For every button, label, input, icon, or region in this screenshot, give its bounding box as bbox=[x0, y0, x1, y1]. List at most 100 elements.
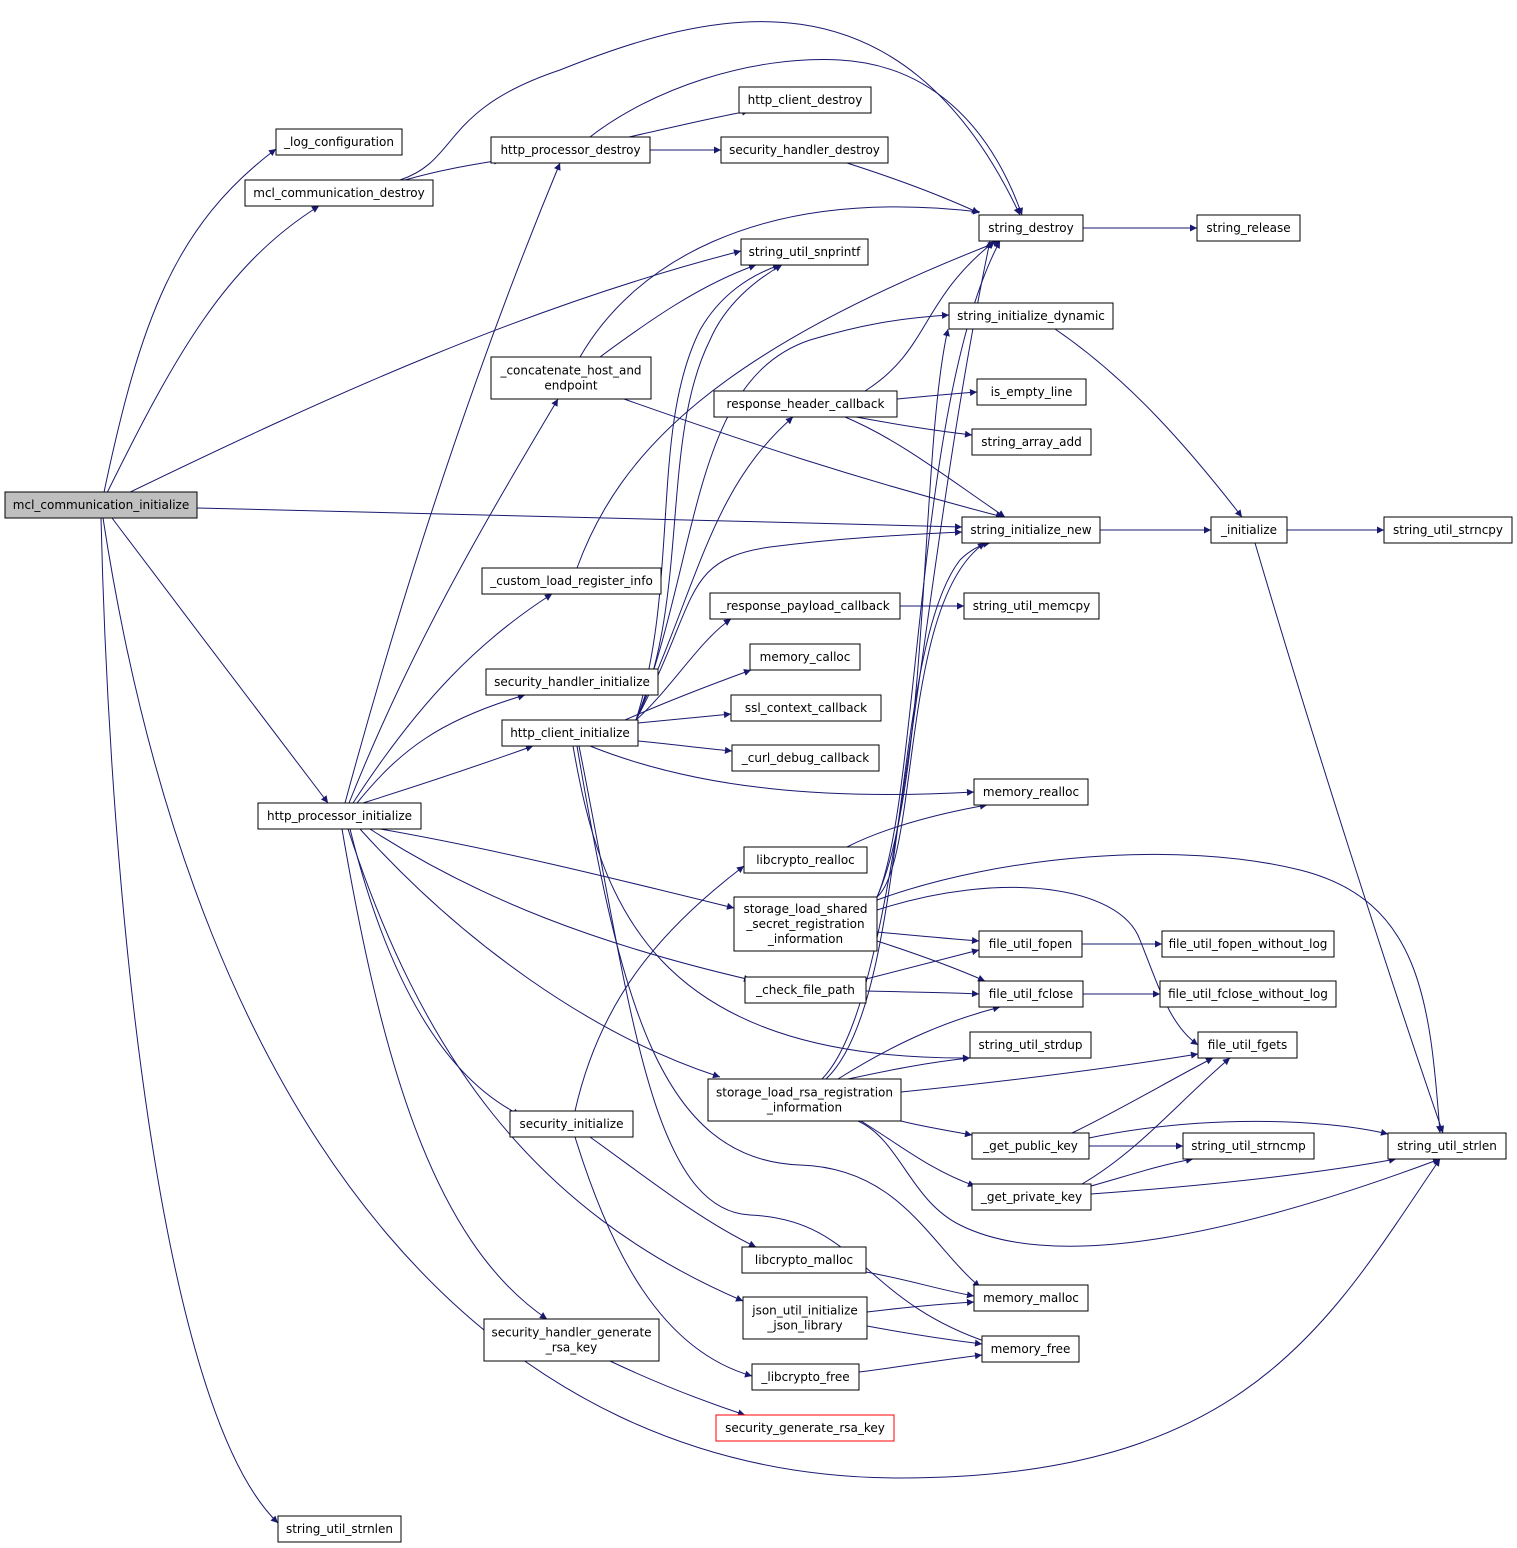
node-hci[interactable]: http_client_initialize bbox=[501, 719, 639, 747]
node-lcmalloc[interactable]: libcrypto_malloc bbox=[741, 1246, 867, 1274]
node-hpi[interactable]: http_processor_initialize bbox=[257, 802, 422, 830]
node-box bbox=[244, 179, 434, 207]
node-label: is_empty_line bbox=[991, 385, 1073, 399]
call-edge-to-mrealloc bbox=[846, 802, 988, 848]
call-edge-to-shi bbox=[356, 693, 526, 804]
call-edge-to-slrri bbox=[359, 828, 721, 1079]
node-box bbox=[981, 1335, 1080, 1363]
node-label: file_util_fopen_without_log bbox=[1169, 937, 1328, 951]
node-sin[interactable]: string_initialize_new bbox=[961, 516, 1101, 544]
node-box bbox=[978, 214, 1084, 242]
node-label: endpoint bbox=[544, 379, 598, 393]
node-susnp[interactable]: string_util_snprintf bbox=[740, 238, 869, 266]
node-strnlen[interactable]: string_util_strnlen bbox=[277, 1515, 402, 1543]
node-srelease[interactable]: string_release bbox=[1196, 214, 1301, 242]
call-edge-to-secinit bbox=[349, 828, 521, 1116]
call-edge-to-fopen bbox=[865, 948, 980, 980]
node-label: file_util_fopen bbox=[989, 937, 1072, 951]
node-slrri[interactable]: storage_load_rsa_registration_informatio… bbox=[707, 1078, 902, 1122]
node-fclosewl[interactable]: file_util_fclose_without_log bbox=[1159, 980, 1337, 1008]
node-label: string_util_memcpy bbox=[973, 599, 1091, 613]
node-clri[interactable]: _custom_load_register_info bbox=[481, 567, 662, 595]
call-edge-to-saa bbox=[855, 416, 973, 438]
node-mci[interactable]: mcl_communication_initialize bbox=[4, 491, 198, 519]
node-cfp[interactable]: _check_file_path bbox=[744, 976, 867, 1004]
node-strncmp[interactable]: string_util_strncmp bbox=[1182, 1132, 1315, 1160]
call-edge-to-sdestroy bbox=[399, 21, 1021, 216]
node-shi[interactable]: security_handler_initialize bbox=[485, 668, 659, 696]
node-mfree[interactable]: memory_free bbox=[981, 1335, 1080, 1363]
node-box bbox=[973, 778, 1089, 806]
node-fopen[interactable]: file_util_fopen bbox=[978, 930, 1083, 958]
node-label: string_util_strncpy bbox=[1393, 523, 1503, 537]
node-label: _rsa_key bbox=[545, 1341, 598, 1355]
call-edge-to-strlen bbox=[876, 853, 1443, 1134]
node-secinit[interactable]: security_initialize bbox=[509, 1110, 634, 1138]
node-mmalloc[interactable]: memory_malloc bbox=[973, 1284, 1089, 1312]
node-rhc[interactable]: response_header_callback bbox=[713, 390, 898, 418]
node-label: _initialize bbox=[1220, 523, 1277, 537]
node-shd[interactable]: security_handler_destroy bbox=[720, 136, 889, 164]
node-slssri[interactable]: storage_load_shared_secret_registration_… bbox=[733, 896, 878, 952]
node-label: security_handler_generate bbox=[491, 1326, 651, 1340]
node-strlen[interactable]: string_util_strlen bbox=[1387, 1132, 1507, 1160]
node-shgrk[interactable]: security_handler_generate_rsa_key bbox=[483, 1318, 660, 1362]
node-sdestroy[interactable]: string_destroy bbox=[978, 214, 1084, 242]
function-nodes: mcl_communication_initialize _log_configu… bbox=[4, 86, 1513, 1543]
call-edge-to-gpriv bbox=[860, 1120, 976, 1187]
node-gpub[interactable]: _get_public_key bbox=[971, 1132, 1090, 1160]
node-box bbox=[490, 356, 652, 400]
node-lcrealloc[interactable]: libcrypto_realloc bbox=[743, 846, 868, 874]
node-hcd[interactable]: http_client_destroy bbox=[738, 86, 872, 114]
node-usncpy[interactable]: string_util_strncpy bbox=[1383, 516, 1513, 544]
node-saa[interactable]: string_array_add bbox=[971, 428, 1092, 456]
node-umemcpy[interactable]: string_util_memcpy bbox=[963, 592, 1100, 620]
node-box bbox=[969, 1031, 1092, 1059]
call-edge-to-juil bbox=[347, 828, 744, 1302]
call-edge-to-cfp bbox=[369, 828, 752, 982]
call-edge-to-hpi bbox=[111, 517, 329, 804]
node-iel[interactable]: is_empty_line bbox=[976, 378, 1087, 406]
call-edge-to-susnp bbox=[635, 263, 781, 721]
node-box bbox=[948, 302, 1114, 330]
node-fclose[interactable]: file_util_fclose bbox=[978, 980, 1084, 1008]
call-edge-to-mcalloc bbox=[624, 669, 752, 721]
node-label: string_release bbox=[1206, 221, 1290, 235]
node-logconf[interactable]: _log_configuration bbox=[275, 128, 403, 156]
call-edge-to-sgrk bbox=[609, 1360, 746, 1417]
node-box bbox=[730, 694, 882, 722]
node-gpriv[interactable]: _get_private_key bbox=[971, 1183, 1092, 1211]
node-sslcb[interactable]: ssl_context_callback bbox=[730, 694, 882, 722]
call-edge-to-susnp bbox=[635, 264, 783, 721]
node-box bbox=[4, 491, 198, 519]
node-hpd[interactable]: http_processor_destroy bbox=[490, 136, 651, 164]
node-fopenwl[interactable]: file_util_fopen_without_log bbox=[1161, 930, 1335, 958]
node-label: _information bbox=[766, 1101, 842, 1115]
node-juil[interactable]: json_util_initialize_json_library bbox=[742, 1296, 868, 1340]
node-curldbg[interactable]: _curl_debug_callback bbox=[731, 744, 880, 772]
node-init[interactable]: _initialize bbox=[1210, 516, 1288, 544]
node-mrealloc[interactable]: memory_realloc bbox=[973, 778, 1089, 806]
node-box bbox=[749, 643, 861, 671]
call-edge-to-strncmp bbox=[1090, 1156, 1194, 1187]
node-label: string_initialize_new bbox=[970, 523, 1091, 537]
call-edge-to-hpd bbox=[344, 162, 561, 804]
node-mcalloc[interactable]: memory_calloc bbox=[749, 643, 861, 671]
node-rpc[interactable]: _response_payload_callback bbox=[709, 592, 901, 620]
node-sid[interactable]: string_initialize_dynamic bbox=[948, 302, 1114, 330]
node-strdup[interactable]: string_util_strdup bbox=[969, 1031, 1092, 1059]
node-lcfree[interactable]: _libcrypto_free bbox=[751, 1363, 860, 1391]
node-label: response_header_callback bbox=[727, 397, 885, 411]
node-fgets[interactable]: file_util_fgets bbox=[1197, 1031, 1298, 1059]
node-box bbox=[715, 1414, 895, 1442]
node-mcd[interactable]: mcl_communication_destroy bbox=[244, 179, 434, 207]
node-label: file_util_fgets bbox=[1208, 1038, 1287, 1052]
node-label: _libcrypto_free bbox=[760, 1370, 849, 1384]
node-sgrk[interactable]: security_generate_rsa_key bbox=[715, 1414, 895, 1442]
node-label: _log_configuration bbox=[283, 135, 394, 149]
call-edge-to-strlen bbox=[1088, 1120, 1389, 1139]
node-label: ssl_context_callback bbox=[745, 701, 867, 715]
call-edge-to-strlen bbox=[1090, 1156, 1397, 1195]
